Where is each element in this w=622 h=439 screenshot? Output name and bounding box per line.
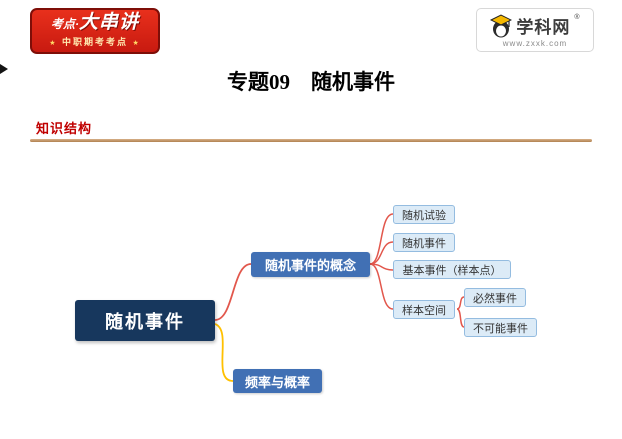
connector-concept-to-trial bbox=[369, 213, 394, 265]
mindmap-branch-concept: 随机事件的概念 bbox=[251, 252, 370, 277]
badge-title: 考点·大串讲 bbox=[32, 12, 158, 35]
connector-root-to-frequency bbox=[214, 323, 234, 382]
mindmap-leaf-random-event: 随机事件 bbox=[393, 233, 455, 252]
badge-subtitle: ★ 中职期考考点 ★ bbox=[32, 35, 158, 51]
connector-concept-to-basic-event bbox=[369, 263, 394, 271]
mindmap-subleaf-certain-event: 必然事件 bbox=[464, 288, 526, 307]
section-divider bbox=[30, 139, 592, 142]
connector-concept-to-event bbox=[369, 241, 394, 265]
connector-space-to-certain bbox=[456, 296, 465, 310]
connector-space-to-impossible bbox=[456, 308, 465, 328]
site-logo: 学科网 ® www.zxxk.com bbox=[476, 8, 594, 52]
connector-concept-to-sample-space bbox=[369, 263, 394, 310]
section-heading: 知识结构 bbox=[36, 121, 93, 136]
mindmap-leaf-basic-event: 基本事件（样本点） bbox=[393, 260, 511, 279]
left-margin-marker-icon bbox=[0, 64, 8, 74]
exam-points-badge: 考点·大串讲 ★ 中职期考考点 ★ bbox=[30, 8, 160, 54]
registered-mark: ® bbox=[574, 14, 580, 21]
mindmap-subleaf-impossible-event: 不可能事件 bbox=[464, 318, 537, 337]
mascot-belly bbox=[496, 25, 507, 37]
connector-root-to-concept bbox=[214, 263, 252, 321]
mindmap-leaf-random-trial: 随机试验 bbox=[393, 205, 455, 224]
mindmap-leaf-sample-space: 样本空间 bbox=[393, 300, 455, 319]
mindmap-root-node: 随机事件 bbox=[75, 300, 215, 341]
mascot-icon bbox=[490, 14, 513, 38]
logo-site-url: www.zxxk.com bbox=[502, 39, 568, 48]
badge-subtitle-text: 中职期考考点 bbox=[61, 37, 128, 47]
logo-brand-text: 学科网 bbox=[516, 17, 571, 37]
page-title: 专题09 随机事件 bbox=[227, 70, 395, 94]
badge-title-prefix: 考点· bbox=[50, 17, 79, 31]
star-icon: ★ bbox=[132, 40, 141, 47]
graduation-cap-icon bbox=[490, 14, 513, 26]
star-icon: ★ bbox=[49, 40, 58, 47]
mindmap-branch-frequency: 频率与概率 bbox=[233, 369, 322, 393]
logo-row: 学科网 ® bbox=[490, 12, 580, 38]
badge-title-main: 大串讲 bbox=[78, 12, 139, 33]
